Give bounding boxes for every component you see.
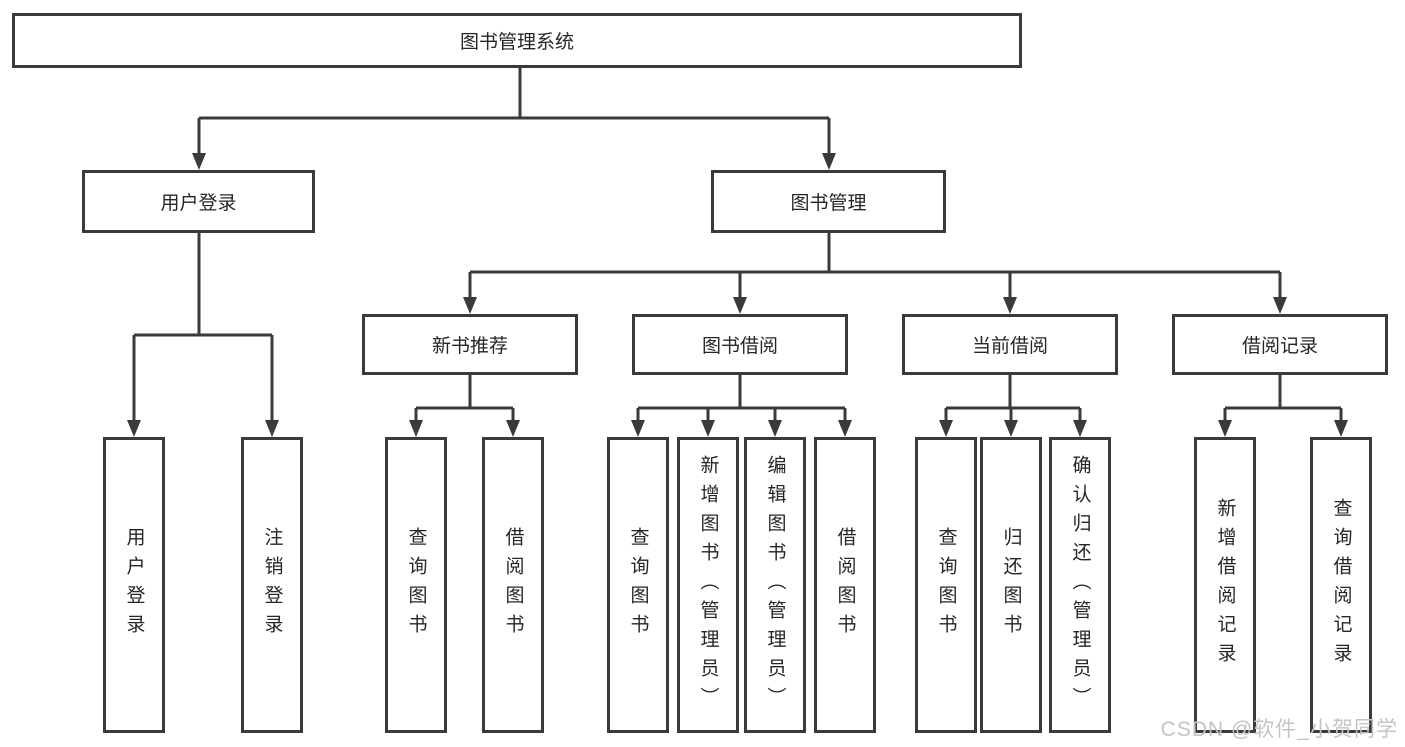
leaf-logout: 注销登录 [241, 437, 303, 733]
leaf-edit-books-admin: 编辑图书（管理员） [744, 437, 806, 733]
leaf-borrow-query-books: 查询图书 [607, 437, 669, 733]
connector-borrow-to-leaves [631, 375, 852, 437]
leaf-recommend-query-books: 查询图书 [385, 437, 447, 733]
leaf-recommend-borrow-books-label: 借阅图书 [502, 527, 524, 643]
leaf-user-login: 用户登录 [103, 437, 165, 733]
leaf-borrow-books: 借阅图书 [814, 437, 876, 733]
leaf-logout-label: 注销登录 [261, 527, 283, 643]
leaf-current-query-books: 查询图书 [915, 437, 977, 733]
leaf-current-query-books-label: 查询图书 [935, 527, 957, 643]
leaf-query-borrow-record: 查询借阅记录 [1310, 437, 1372, 733]
leaf-confirm-return-admin: 确认归还（管理员） [1049, 437, 1111, 733]
node-library-system: 图书管理系统 [12, 13, 1022, 68]
connector-root-to-level1 [192, 68, 836, 170]
node-book-management: 图书管理 [711, 170, 946, 233]
connector-records-to-leaves [1218, 375, 1348, 437]
leaf-recommend-borrow-books: 借阅图书 [482, 437, 544, 733]
leaf-confirm-return-admin-label: 确认归还（管理员） [1069, 454, 1091, 716]
node-current-borrow: 当前借阅 [902, 314, 1118, 375]
leaf-add-books-admin-label: 新增图书（管理员） [697, 454, 719, 716]
node-user-login: 用户登录 [82, 170, 315, 233]
csdn-watermark: CSDN @软件_小贺同学 [1160, 718, 1398, 741]
leaf-add-books-admin: 新增图书（管理员） [677, 437, 739, 733]
leaf-edit-books-admin-label: 编辑图书（管理员） [764, 454, 786, 716]
leaf-borrow-query-books-label: 查询图书 [627, 527, 649, 643]
leaf-recommend-query-books-label: 查询图书 [405, 527, 427, 643]
leaf-add-borrow-record-label: 新增借阅记录 [1214, 498, 1236, 672]
node-new-book-recommend: 新书推荐 [362, 314, 578, 375]
node-borrow-records: 借阅记录 [1172, 314, 1388, 375]
leaf-user-login-label: 用户登录 [123, 527, 145, 643]
leaf-query-borrow-record-label: 查询借阅记录 [1330, 498, 1352, 672]
connector-login-to-leaves [127, 233, 279, 437]
connector-recommend-to-leaves [409, 375, 520, 437]
leaf-return-books-label: 归还图书 [1000, 527, 1022, 643]
connector-management-to-level2 [463, 233, 1287, 314]
node-book-borrow: 图书借阅 [632, 314, 848, 375]
leaf-borrow-books-label: 借阅图书 [834, 527, 856, 643]
leaf-add-borrow-record: 新增借阅记录 [1194, 437, 1256, 733]
connector-current-to-leaves [939, 375, 1087, 437]
leaf-return-books: 归还图书 [980, 437, 1042, 733]
